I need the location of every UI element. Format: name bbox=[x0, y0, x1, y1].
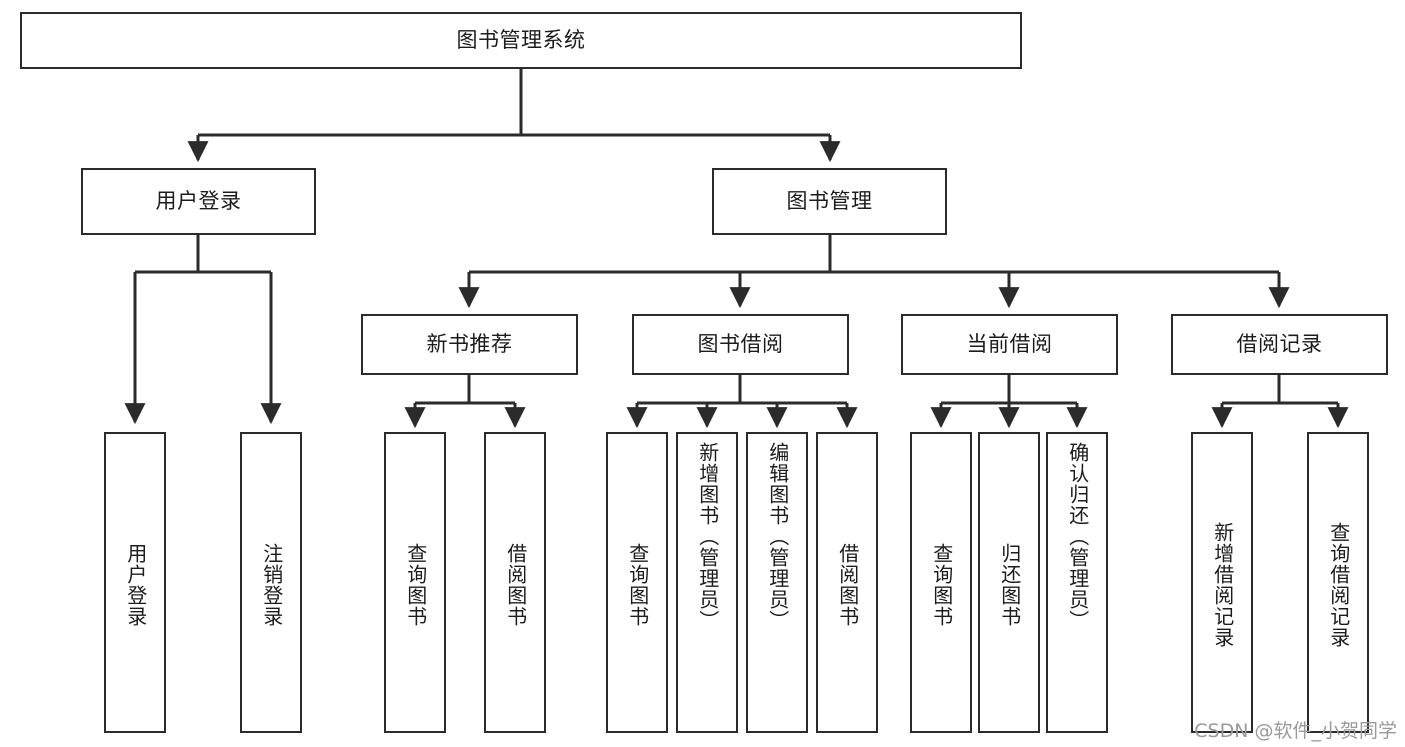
node-borrow-record[interactable]: 借阅记录 bbox=[1171, 314, 1388, 375]
node-label: 查询借阅记录 bbox=[1326, 521, 1351, 648]
leaf-query-book-newbook[interactable]: 查询图书 bbox=[384, 432, 446, 733]
node-label: 图书管理系统 bbox=[456, 27, 586, 52]
node-label: 用户登录 bbox=[123, 542, 148, 627]
leaf-borrow-book-newbook[interactable]: 借阅图书 bbox=[484, 432, 546, 733]
node-new-book-recommend[interactable]: 新书推荐 bbox=[361, 314, 578, 375]
node-label: 确认归还（管理员） bbox=[1065, 442, 1090, 631]
node-label: 归还图书 bbox=[997, 542, 1022, 627]
leaf-query-book-borrow[interactable]: 查询图书 bbox=[606, 432, 668, 733]
node-label: 图书借阅 bbox=[697, 331, 784, 356]
leaf-confirm-return-admin[interactable]: 确认归还（管理员） bbox=[1046, 432, 1108, 733]
leaf-query-borrow-record[interactable]: 查询借阅记录 bbox=[1307, 432, 1369, 733]
node-label: 当前借阅 bbox=[966, 331, 1053, 356]
node-book-borrow[interactable]: 图书借阅 bbox=[632, 314, 849, 375]
node-label: 编辑图书（管理员） bbox=[765, 442, 790, 631]
node-label: 查询图书 bbox=[403, 542, 428, 627]
node-label: 查询图书 bbox=[625, 542, 650, 627]
node-current-borrow[interactable]: 当前借阅 bbox=[901, 314, 1118, 375]
node-book-management[interactable]: 图书管理 bbox=[712, 168, 947, 235]
leaf-logout[interactable]: 注销登录 bbox=[240, 432, 302, 733]
node-label: 借阅图书 bbox=[503, 542, 528, 627]
node-label: 注销登录 bbox=[259, 542, 284, 627]
node-root-book-management-system[interactable]: 图书管理系统 bbox=[20, 12, 1022, 69]
node-label: 新增图书（管理员） bbox=[695, 442, 720, 631]
leaf-user-login[interactable]: 用户登录 bbox=[104, 432, 166, 733]
node-label: 新书推荐 bbox=[426, 331, 513, 356]
node-label: 借阅记录 bbox=[1236, 331, 1323, 356]
node-label: 查询图书 bbox=[929, 542, 954, 627]
watermark-text: CSDN @软件_小贺同学 bbox=[1194, 720, 1397, 742]
leaf-return-book[interactable]: 归还图书 bbox=[978, 432, 1040, 733]
leaf-edit-book-admin[interactable]: 编辑图书（管理员） bbox=[746, 432, 808, 733]
node-label: 图书管理 bbox=[786, 188, 873, 213]
leaf-borrow-book[interactable]: 借阅图书 bbox=[816, 432, 878, 733]
node-label: 新增借阅记录 bbox=[1210, 521, 1235, 648]
leaf-query-book-current[interactable]: 查询图书 bbox=[910, 432, 972, 733]
node-label: 用户登录 bbox=[155, 188, 242, 213]
leaf-add-book-admin[interactable]: 新增图书（管理员） bbox=[676, 432, 738, 733]
leaf-add-borrow-record[interactable]: 新增借阅记录 bbox=[1191, 432, 1253, 733]
node-user-login[interactable]: 用户登录 bbox=[81, 168, 316, 235]
node-label: 借阅图书 bbox=[835, 542, 860, 627]
